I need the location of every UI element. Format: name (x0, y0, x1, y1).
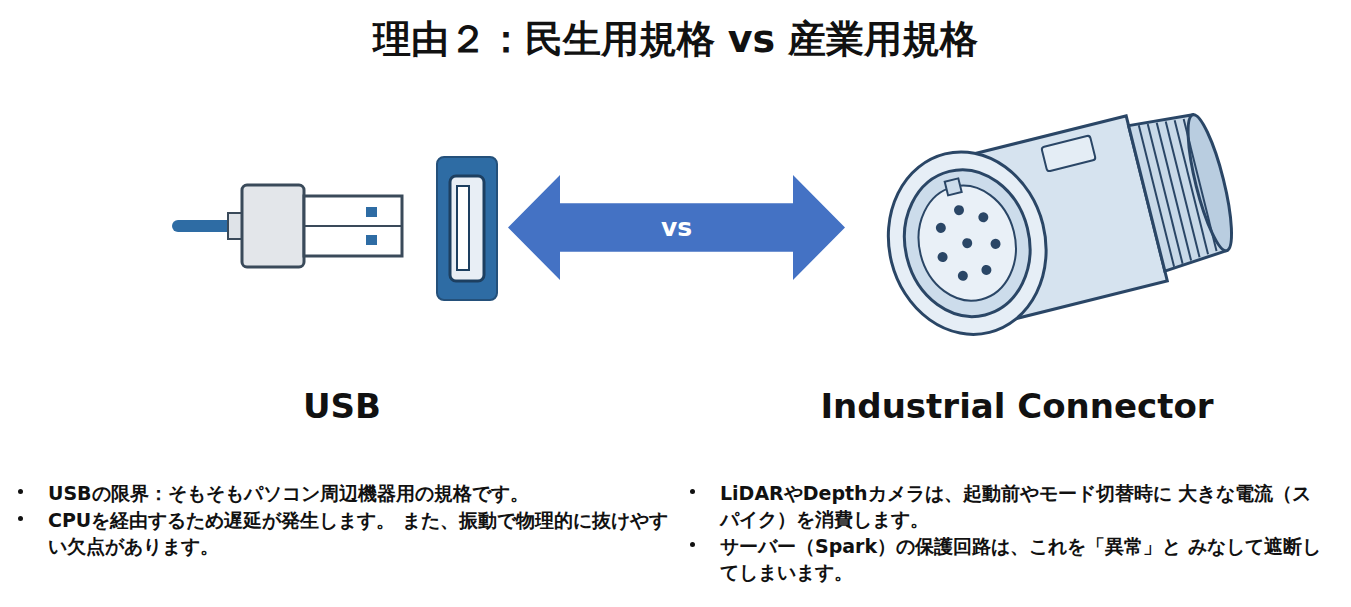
bullet-text: サーバー（Spark）の保護回路は、これを「異常」と みなして遮断してしまいます… (720, 533, 1330, 585)
knurl-line (1166, 122, 1200, 258)
pin-hole (989, 238, 1001, 250)
double-arrow: vs (508, 175, 845, 280)
knurl-line (1157, 123, 1191, 261)
arrow-fill (508, 175, 845, 280)
heading-label: USB (303, 386, 381, 426)
pin-hole (980, 264, 992, 276)
bullet-item: CPUを経由するため遅延が発生します。 また、振動で物理的に抜けやすい欠点があり… (18, 507, 668, 559)
industrial-connector (869, 90, 1245, 351)
pin-hole (937, 251, 949, 263)
bullet-text: CPUを経由するため遅延が発生します。 また、振動で物理的に抜けやすい欠点があり… (48, 507, 668, 559)
bullet-text: LiDARやDepthカメラは、起動前やモード切替時に 大きな電流（スパイク）を… (720, 480, 1330, 532)
bullet-item: サーバー（Spark）の保護回路は、これを「異常」と みなして遮断してしまいます… (690, 533, 1330, 585)
bullet-item: USBの限界：そもそもパソコン周辺機器用の規格です。 (18, 480, 668, 506)
knurl-line (1184, 119, 1217, 251)
usb-port (437, 157, 497, 300)
title: 理由２：民生用規格 vs 産業用規格 (373, 14, 979, 65)
usb-plug (178, 185, 402, 267)
knurl-line (1175, 120, 1208, 254)
pin-hole (977, 211, 989, 223)
bullet-dot (18, 489, 23, 494)
bullet-dot (690, 489, 695, 494)
pin-hole (953, 204, 965, 216)
arrow-label-box: vs (508, 213, 845, 242)
pin-hole (935, 222, 947, 234)
bullet-dot (690, 542, 695, 547)
pin-hole (961, 237, 973, 249)
arrow-label: vs (508, 213, 845, 242)
knurl-line (1139, 125, 1174, 267)
pin-hole (957, 270, 969, 282)
knurl-line (1148, 124, 1183, 264)
bullet-dot (18, 516, 23, 521)
bullet-item: LiDARやDepthカメラは、起動前やモード切替時に 大きな電流（スパイク）を… (690, 480, 1330, 532)
bullet-text: USBの限界：そもそもパソコン周辺機器用の規格です。 (48, 480, 668, 506)
heading-label: Industrial Connector (820, 386, 1213, 426)
